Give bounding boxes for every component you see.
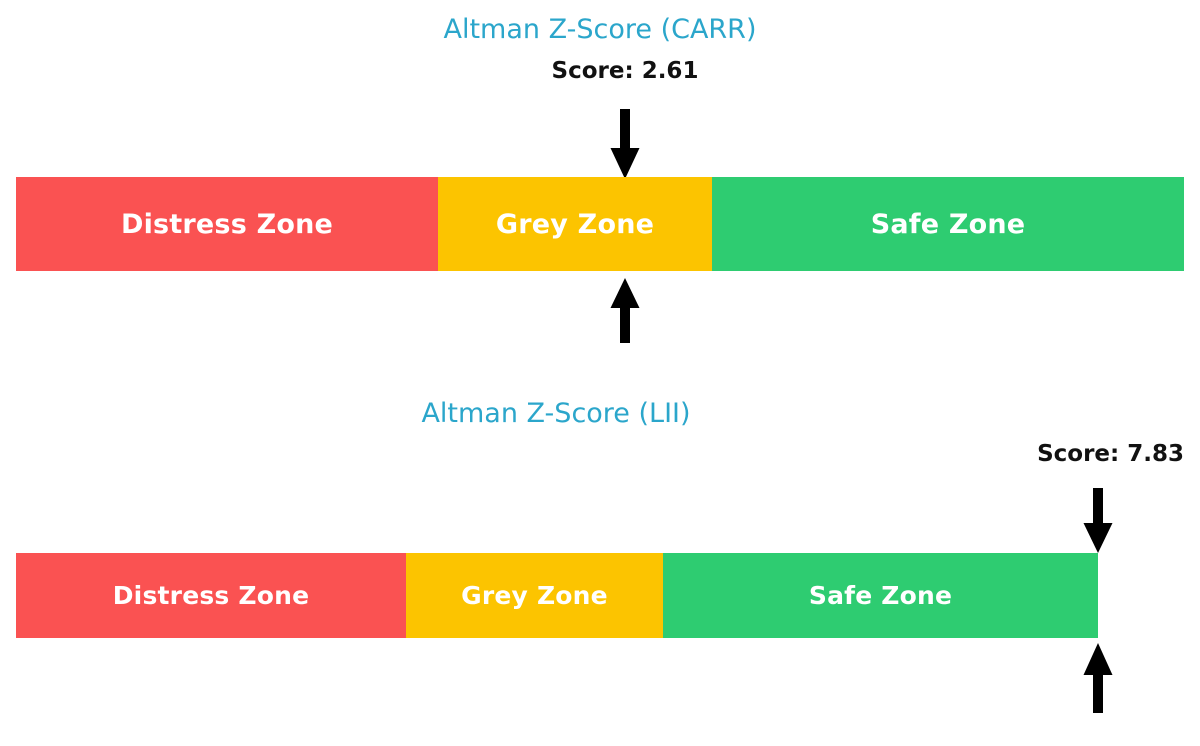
zone-label-safe-carr: Safe Zone	[870, 208, 1026, 240]
zone-segment-grey-carr[interactable]: Grey Zone	[438, 177, 712, 271]
score-marker-arrow-up-lii	[1082, 642, 1114, 714]
zone-bar-carr: Distress Zone Grey Zone Safe Zone	[16, 177, 1184, 271]
zone-label-distress-lii: Distress Zone	[112, 581, 310, 610]
zone-segment-distress-carr[interactable]: Distress Zone	[16, 177, 438, 271]
chart-altman-z-score-carr: Altman Z-Score (CARR) Score: 2.61 Distre…	[0, 0, 1200, 370]
chart-altman-z-score-lii: Altman Z-Score (LII) Score: 7.83 Distres…	[0, 370, 1200, 746]
zone-label-grey-lii: Grey Zone	[461, 581, 608, 610]
zone-label-safe-lii: Safe Zone	[808, 581, 953, 610]
zone-segment-distress-lii[interactable]: Distress Zone	[16, 553, 406, 638]
zone-label-distress-carr: Distress Zone	[120, 208, 334, 240]
chart-title-lii: Altman Z-Score (LII)	[421, 398, 691, 429]
score-marker-arrow-down-lii	[1082, 487, 1114, 554]
zone-segment-safe-carr[interactable]: Safe Zone	[712, 177, 1184, 271]
score-marker-arrow-up-carr	[609, 277, 641, 344]
zone-segment-grey-lii[interactable]: Grey Zone	[406, 553, 663, 638]
score-label-lii: Score: 7.83	[1037, 441, 1184, 467]
score-label-carr: Score: 2.61	[551, 58, 699, 84]
zone-label-grey-carr: Grey Zone	[495, 208, 655, 240]
zone-bar-lii: Distress Zone Grey Zone Safe Zone	[16, 553, 1098, 638]
score-marker-arrow-down-carr	[609, 108, 641, 180]
zone-segment-safe-lii[interactable]: Safe Zone	[663, 553, 1098, 638]
chart-title-carr: Altman Z-Score (CARR)	[443, 14, 757, 45]
